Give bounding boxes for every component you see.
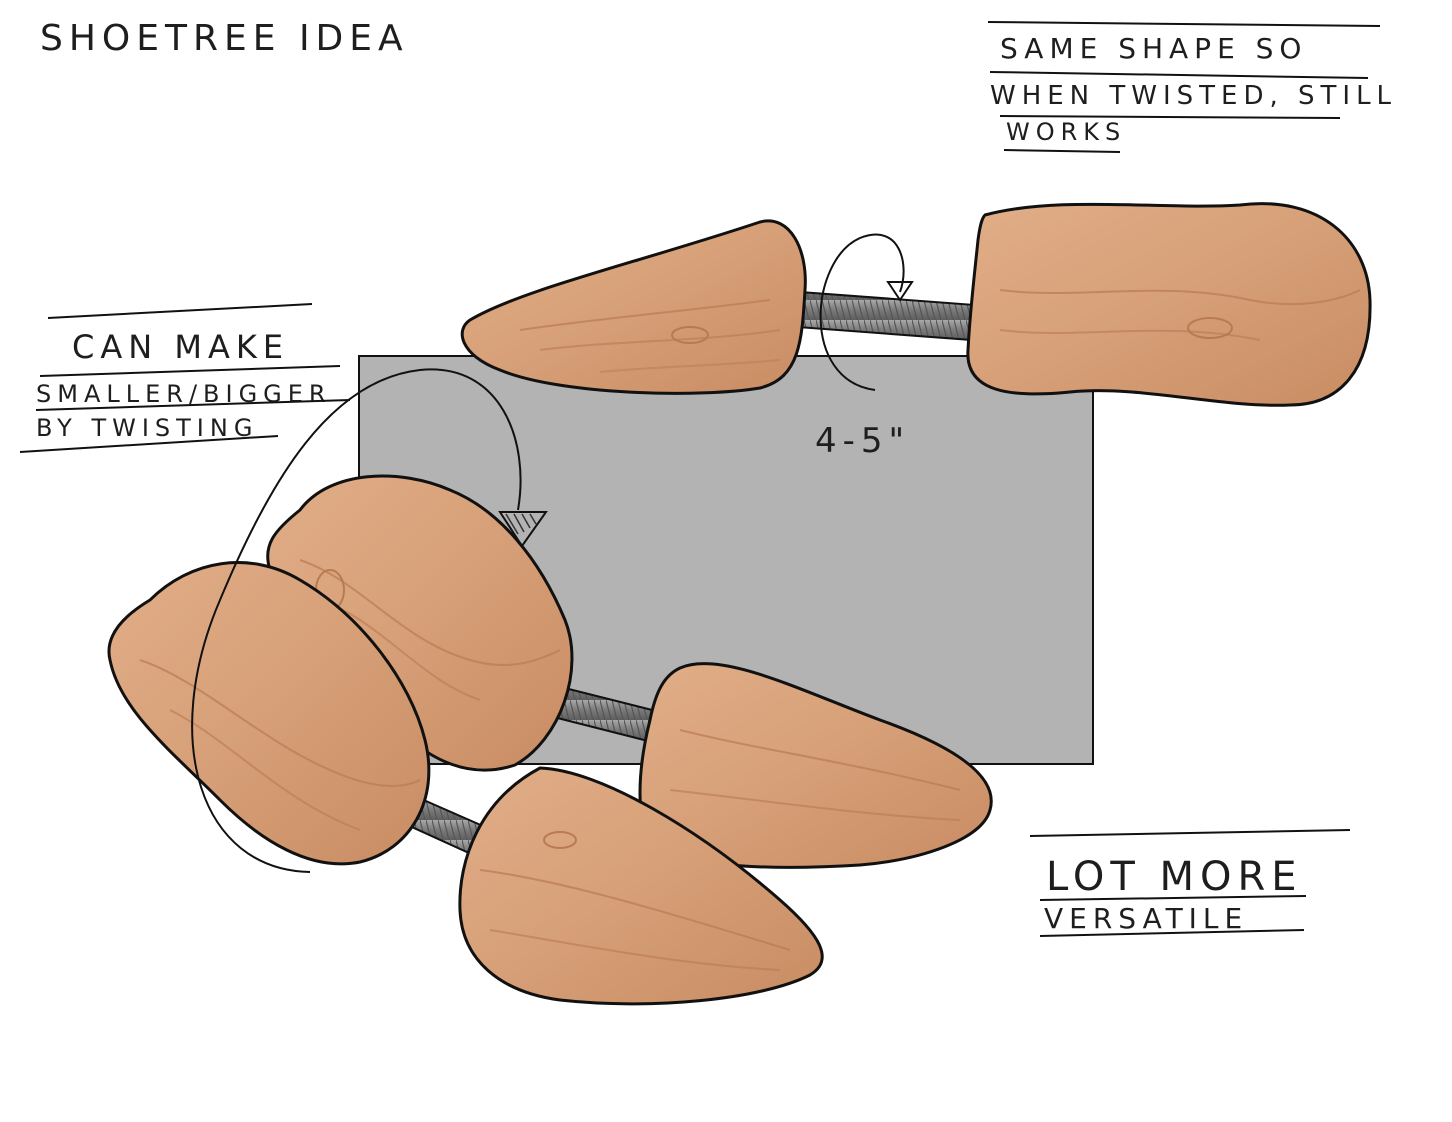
dimension-label: 4-5" <box>815 421 910 461</box>
sketch-title: SHOETREE IDEA <box>40 18 409 59</box>
note-top-right-line1: SAME SHAPE SO <box>1000 32 1307 65</box>
note-bottom-right: LOT MORE VERSATILE <box>1030 830 1350 936</box>
note-left-line1: CAN MAKE <box>72 328 289 366</box>
note-top-right-line3: WORKS <box>1006 118 1126 146</box>
toe-piece-top <box>462 221 805 393</box>
note-top-right-line2: WHEN TWISTED, STILL <box>990 81 1397 111</box>
note-top-right: SAME SHAPE SO WHEN TWISTED, STILL WORKS <box>988 22 1397 152</box>
note-left-line2: SMALLER/BIGGER <box>36 380 332 408</box>
threaded-rod-top <box>797 292 975 340</box>
note-bottom-right-line2: VERSATILE <box>1044 902 1248 935</box>
note-bottom-right-line1: LOT MORE <box>1046 854 1303 900</box>
note-left: CAN MAKE SMALLER/BIGGER BY TWISTING <box>20 304 350 452</box>
heel-piece-top <box>968 204 1370 406</box>
note-left-line3: BY TWISTING <box>36 414 258 442</box>
